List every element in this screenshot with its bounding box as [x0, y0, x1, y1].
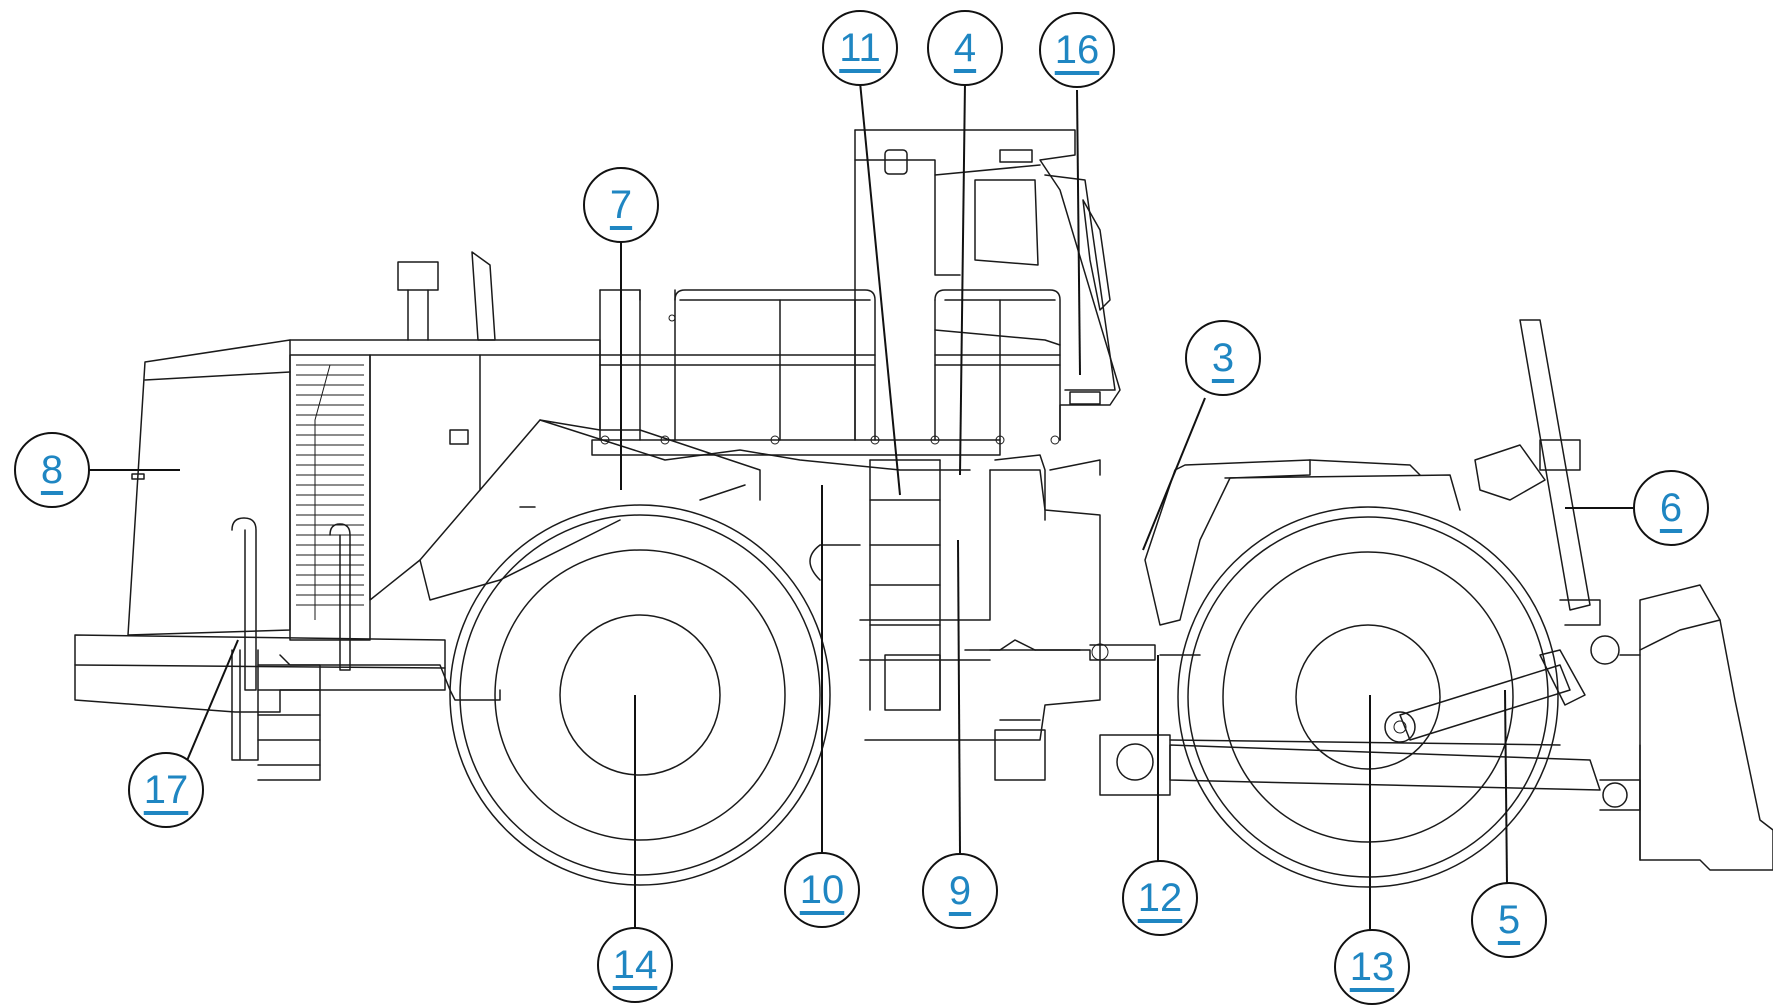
svg-text:7: 7 [610, 183, 632, 227]
callout-11[interactable]: 11 [822, 10, 898, 86]
svg-text:10: 10 [800, 868, 845, 912]
callout-9[interactable]: 9 [922, 853, 998, 929]
svg-text:3: 3 [1212, 336, 1234, 380]
rear-wheel [449, 504, 831, 886]
svg-text:11: 11 [839, 26, 881, 70]
callout-14[interactable]: 14 [597, 927, 673, 1003]
svg-text:6: 6 [1660, 486, 1682, 530]
svg-text:4: 4 [954, 26, 976, 70]
callout-5[interactable]: 5 [1471, 882, 1547, 958]
callout-7[interactable]: 7 [583, 167, 659, 243]
callout-10[interactable]: 10 [784, 852, 860, 928]
callout-12[interactable]: 12 [1122, 860, 1198, 936]
leader-lines [88, 81, 1633, 930]
callouts: 11 4 16 7 3 8 6 17 [14, 10, 1709, 1005]
svg-text:12: 12 [1138, 876, 1183, 920]
svg-text:17: 17 [144, 768, 189, 812]
callout-8[interactable]: 8 [14, 432, 90, 508]
svg-text:9: 9 [949, 869, 971, 913]
callout-4[interactable]: 4 [927, 10, 1003, 86]
callout-16[interactable]: 16 [1039, 12, 1115, 88]
svg-text:16: 16 [1055, 28, 1100, 72]
callout-17[interactable]: 17 [128, 752, 204, 828]
svg-text:5: 5 [1498, 898, 1520, 942]
callout-13[interactable]: 13 [1334, 929, 1410, 1005]
svg-text:14: 14 [613, 943, 658, 987]
callout-3[interactable]: 3 [1185, 320, 1261, 396]
radiator-grille [296, 364, 364, 620]
svg-text:8: 8 [41, 448, 63, 492]
front-wheel [1177, 506, 1559, 888]
machine-drawing [74, 129, 1773, 888]
callout-6[interactable]: 6 [1633, 470, 1709, 546]
svg-text:13: 13 [1350, 945, 1395, 989]
